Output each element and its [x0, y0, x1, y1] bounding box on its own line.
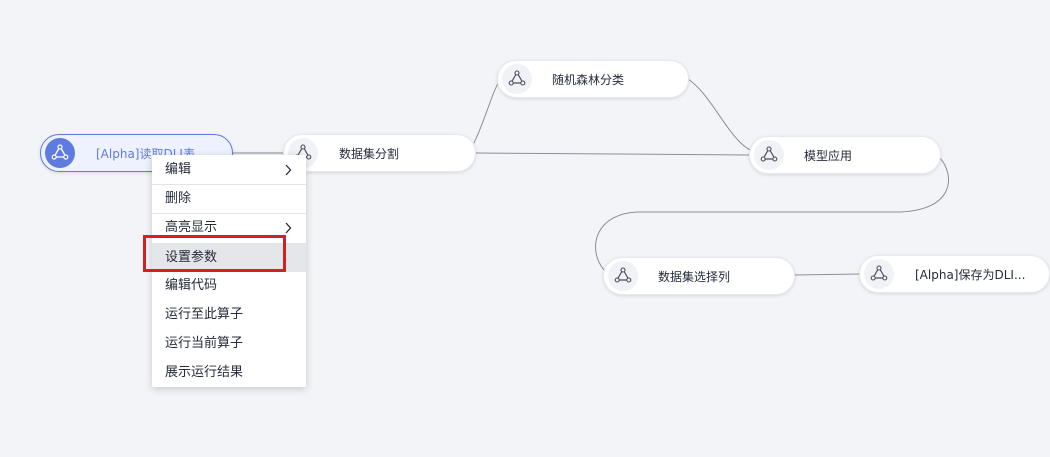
menu-item-label: 编辑代码 [165, 278, 218, 293]
menu-item-edit[interactable]: 编辑 [152, 156, 306, 184]
menu-item-label: 运行当前算子 [165, 336, 244, 351]
menu-item-label: 展示运行结果 [165, 365, 244, 380]
node-label: 模型应用 [804, 149, 853, 163]
edge-split-to-forest [473, 79, 501, 144]
edge-apply-to-select [595, 157, 949, 271]
operator-icon [864, 259, 894, 289]
edge-select-to-save [793, 273, 861, 276]
menu-item-label: 运行至此算子 [165, 307, 244, 322]
menu-item-set-params[interactable]: 设置参数 [152, 243, 306, 272]
menu-item-label: 删除 [165, 191, 192, 206]
operator-icon [754, 140, 784, 170]
menu-item-highlight[interactable]: 高亮显示 [152, 214, 306, 242]
menu-item-run-current[interactable]: 运行当前算子 [152, 330, 306, 358]
menu-item-delete[interactable]: 删除 [152, 185, 306, 213]
node-split[interactable]: 数据集分割 [283, 134, 476, 172]
node-random-forest[interactable]: 随机森林分类 [497, 60, 689, 98]
menu-item-run-to-here[interactable]: 运行至此算子 [152, 301, 306, 329]
node-label: 数据集选择列 [658, 270, 731, 284]
chevron-right-icon [284, 214, 292, 253]
edge-forest-to-apply [687, 78, 751, 151]
menu-item-label: 高亮显示 [165, 220, 218, 235]
menu-item-label: 设置参数 [165, 250, 218, 265]
chevron-right-icon [284, 156, 292, 195]
node-label: 随机森林分类 [552, 73, 625, 87]
menu-item-edit-code[interactable]: 编辑代码 [152, 272, 306, 300]
node-label: 数据集分割 [339, 147, 400, 161]
node-label: [Alpha]保存为DLI... [915, 268, 1026, 282]
menu-divider [152, 213, 306, 214]
node-select-columns[interactable]: 数据集选择列 [603, 257, 795, 295]
operator-icon [45, 138, 75, 168]
menu-item-label: 编辑 [165, 162, 192, 177]
node-save-dli[interactable]: [Alpha]保存为DLI... [859, 255, 1050, 293]
edge-split-to-apply [474, 152, 751, 156]
operator-icon [608, 261, 638, 291]
highlight-annotation-box [143, 235, 286, 272]
menu-item-show-results[interactable]: 展示运行结果 [152, 359, 306, 387]
node-model-apply[interactable]: 模型应用 [749, 136, 941, 174]
menu-divider [152, 184, 306, 185]
operator-icon [502, 64, 532, 94]
